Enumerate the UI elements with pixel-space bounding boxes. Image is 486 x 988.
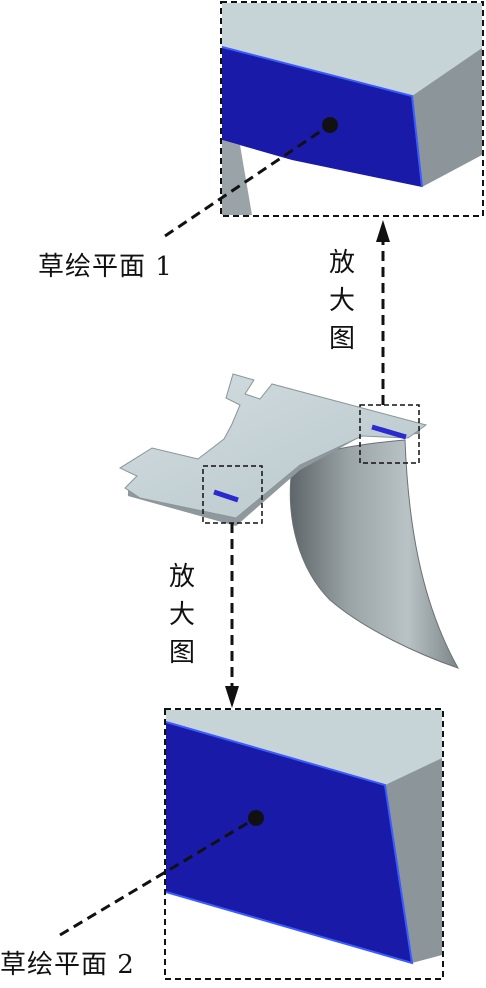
zoom-bottom-blue-edge bbox=[165, 721, 414, 965]
zoom-top-leg bbox=[222, 140, 252, 215]
plane1-leader bbox=[164, 123, 331, 238]
zoom-top-top-face bbox=[222, 3, 482, 96]
focus-box-right bbox=[359, 404, 420, 464]
zoom-label-top: 放 大 图 bbox=[326, 244, 358, 358]
zoom-bottom-frame bbox=[164, 708, 444, 980]
zoom-arrow-bottom bbox=[225, 523, 239, 708]
part-plate-top bbox=[118, 373, 428, 519]
zoom-label-bottom-char-2: 大 bbox=[168, 600, 195, 630]
zoom-top-blue-face bbox=[222, 47, 422, 187]
part-curved-wall bbox=[289, 439, 460, 669]
zoom-label-bottom-char-3: 图 bbox=[168, 638, 195, 668]
sketch-plane-1-label: 草绘平面 1 bbox=[38, 252, 173, 282]
plane2-leader bbox=[59, 816, 257, 937]
sheet-metal-part bbox=[118, 373, 460, 669]
zoom-label-bottom: 放 大 图 bbox=[166, 558, 198, 672]
zoom-bottom-side-face bbox=[385, 758, 442, 963]
zoom-arrow-top bbox=[376, 220, 390, 405]
plane2-marker-dot bbox=[248, 810, 264, 826]
zoom-box-top bbox=[220, 1, 484, 217]
zoom-top-frame bbox=[220, 1, 484, 217]
zoom-bottom-top-face bbox=[166, 710, 442, 785]
zoom-label-top-char-3: 图 bbox=[328, 324, 355, 354]
zoom-top-side-face bbox=[412, 48, 482, 187]
zoom-label-bottom-char-1: 放 bbox=[168, 562, 195, 592]
part-blue-edge-left bbox=[213, 489, 239, 503]
zoom-top-blue-edge bbox=[221, 46, 423, 188]
zoom-bottom-blue-face bbox=[166, 722, 412, 963]
zoom-label-top-char-2: 大 bbox=[328, 286, 355, 316]
sketch-plane-2-label: 草绘平面 2 bbox=[0, 950, 135, 980]
part-blue-edge-right bbox=[371, 424, 407, 440]
zoom-label-top-char-1: 放 bbox=[328, 248, 355, 278]
zoom-box-bottom bbox=[164, 708, 444, 980]
